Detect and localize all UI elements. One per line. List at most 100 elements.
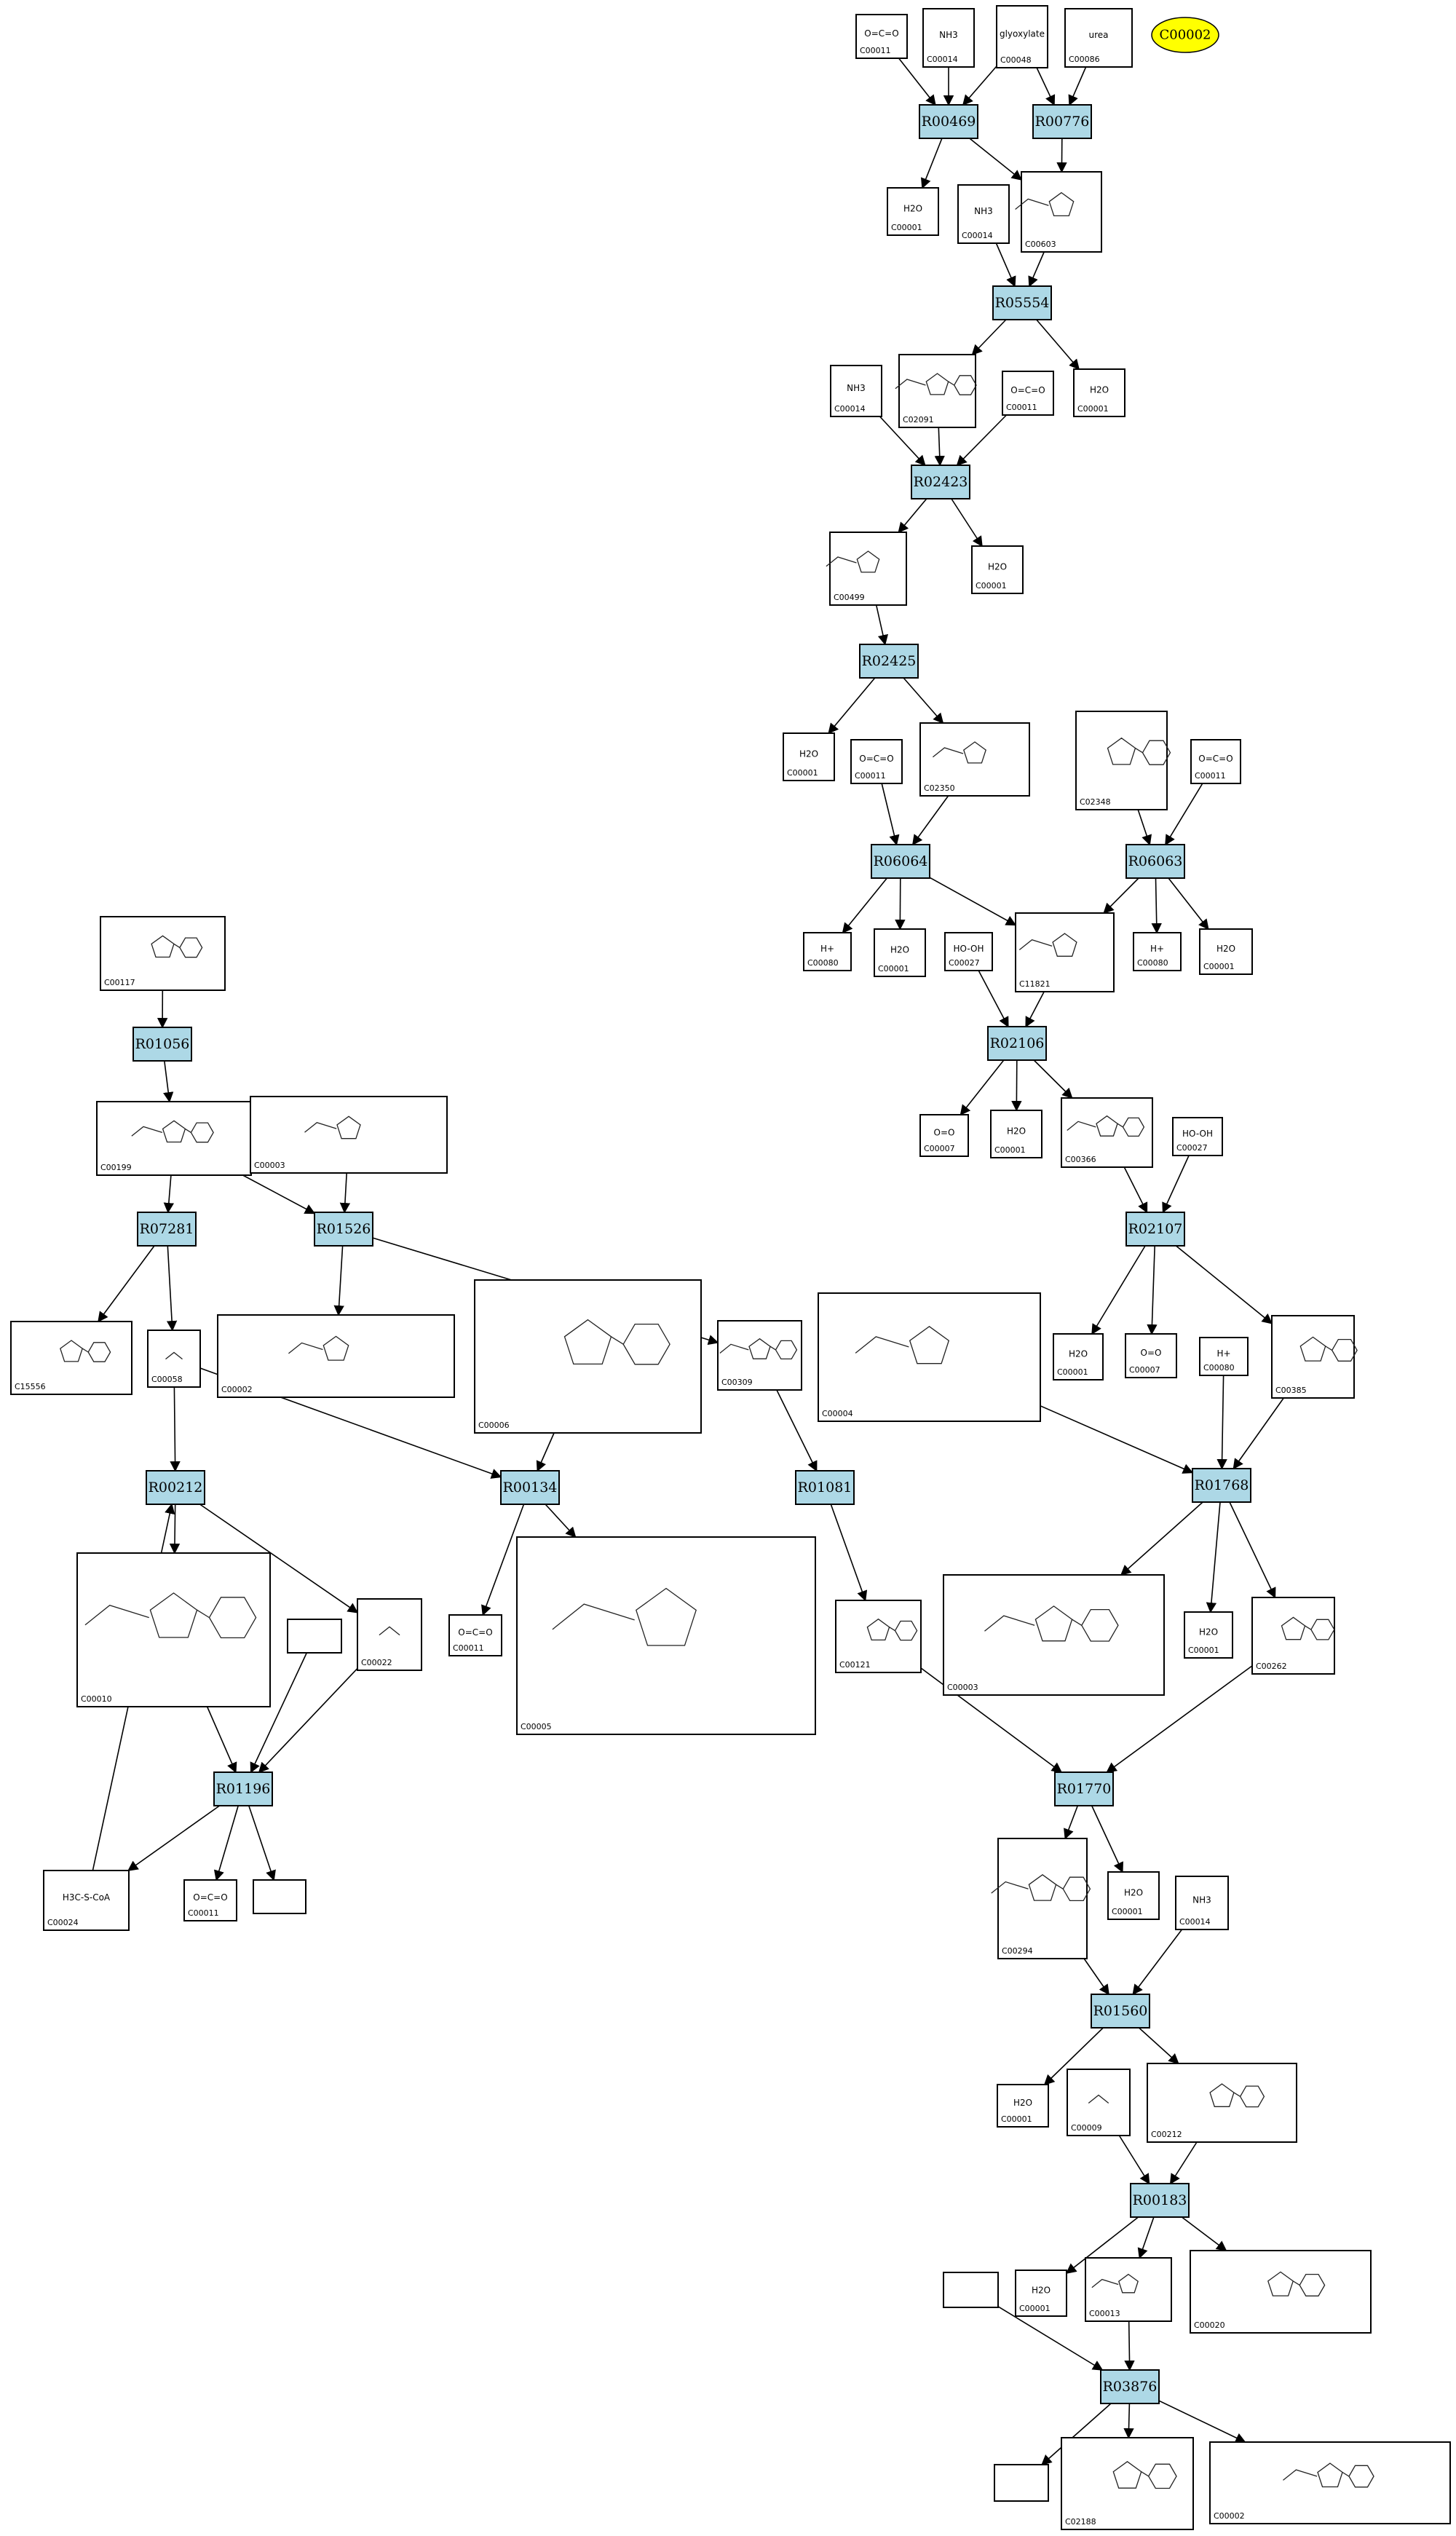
edge-c30-r01526 (242, 1174, 316, 1214)
compound-node[interactable]: C00262 (1251, 1597, 1335, 1675)
reaction-node-r02425[interactable]: R02425 (859, 644, 919, 679)
compound-node[interactable] (994, 2464, 1049, 2502)
compound-node[interactable]: C02188 (1061, 2437, 1194, 2530)
reaction-node-r01081[interactable]: R01081 (795, 1470, 855, 1505)
reaction-node-r00469[interactable]: R00469 (919, 104, 978, 139)
compound-box (1067, 2069, 1131, 2136)
compound-node[interactable]: C02348 (1075, 711, 1171, 810)
compound-node[interactable]: C11821 (1015, 912, 1115, 992)
reaction-node-r02423[interactable]: R02423 (911, 465, 970, 499)
compound-node[interactable]: C02091 (895, 354, 977, 428)
reaction-label: R01560 (1093, 2003, 1148, 2019)
compound-node[interactable]: C00199 (96, 1101, 252, 1176)
compound-node[interactable]: C15556 (10, 1321, 132, 1395)
reaction-node-r06064[interactable]: R06064 (871, 844, 930, 879)
reaction-node-r00212[interactable]: R00212 (146, 1470, 205, 1505)
compound-node[interactable]: C00005 (516, 1536, 816, 1735)
reaction-node-r00776[interactable]: R00776 (1032, 104, 1092, 139)
compound-node[interactable]: C00499 (826, 532, 907, 606)
compound-node[interactable]: C00121 (835, 1600, 922, 1673)
compound-node[interactable]: C00366 (1061, 1097, 1153, 1168)
compound-label: H2O (1199, 1627, 1218, 1638)
reaction-node-r01768[interactable]: R01768 (1192, 1468, 1251, 1503)
compound-node[interactable] (253, 1879, 306, 1914)
compound-label: O=C=O (1198, 754, 1233, 764)
compound-node[interactable]: C00022 (357, 1598, 422, 1671)
compound-node[interactable]: C00603 (1015, 171, 1102, 253)
compound-node[interactable]: C02350 (919, 722, 1030, 797)
reaction-node-r07281[interactable]: R07281 (137, 1212, 197, 1247)
edge-c54-r01560 (1083, 1958, 1109, 1996)
compound-node[interactable]: C00212 (1147, 2063, 1297, 2143)
compound-box (1209, 2441, 1451, 2524)
reaction-node-r01526[interactable]: R01526 (314, 1212, 373, 1247)
compound-node[interactable] (287, 1619, 342, 1654)
highlight-compound[interactable]: C00002 (1151, 17, 1219, 53)
compound-node[interactable]: C00309 (717, 1320, 802, 1391)
compound-label: HO-OH (954, 944, 984, 954)
compound-node[interactable]: C00003 (943, 1574, 1165, 1696)
compound-id: C00385 (1275, 1386, 1307, 1395)
reaction-node-r02106[interactable]: R02106 (987, 1026, 1047, 1061)
reaction-node-r00183[interactable]: R00183 (1130, 2183, 1190, 2218)
reaction-node-r06063[interactable]: R06063 (1125, 844, 1185, 879)
compound-node[interactable]: C00010 (76, 1552, 271, 1707)
reaction-node-r01056[interactable]: R01056 (132, 1027, 192, 1062)
compound-node[interactable]: C00020 (1190, 2250, 1372, 2334)
compound-node[interactable]: H+C00080 (1133, 932, 1182, 971)
reaction-node-r01196[interactable]: R01196 (213, 1771, 273, 1806)
compound-node[interactable]: C00003 (250, 1096, 448, 1174)
reaction-node-r01770[interactable]: R01770 (1054, 1771, 1114, 1806)
compound-id: C00086 (1069, 55, 1100, 64)
reaction-node-r03876[interactable]: R03876 (1100, 2369, 1160, 2404)
compound-node[interactable]: C00058 (147, 1330, 201, 1388)
reaction-node-r02107[interactable]: R02107 (1125, 1212, 1185, 1247)
compound-node[interactable]: C00002 (217, 1314, 455, 1398)
reaction-node-r00134[interactable]: R00134 (500, 1470, 560, 1505)
compound-node[interactable] (943, 2272, 999, 2308)
compound-node[interactable]: C00006 (474, 1279, 702, 1434)
reaction-node-r05554[interactable]: R05554 (992, 285, 1052, 320)
compound-node[interactable]: C00117 (100, 916, 226, 991)
compound-node[interactable]: C00294 (991, 1838, 1091, 1959)
compound-node[interactable]: C00385 (1271, 1315, 1358, 1399)
compound-node[interactable]: C00009 (1067, 2069, 1131, 2136)
compound-node[interactable]: H+C00080 (1199, 1337, 1249, 1376)
compound-node[interactable]: C00013 (1085, 2257, 1172, 2322)
reaction-label: R02107 (1128, 1221, 1183, 1237)
compound-id: C00014 (834, 404, 866, 414)
compound-node[interactable]: H+C00080 (803, 932, 852, 971)
reaction-node-r01560[interactable]: R01560 (1091, 1994, 1150, 2029)
compound-node[interactable]: C00002 (1209, 2441, 1451, 2524)
compound-node[interactable]: C00004 (818, 1292, 1041, 1422)
